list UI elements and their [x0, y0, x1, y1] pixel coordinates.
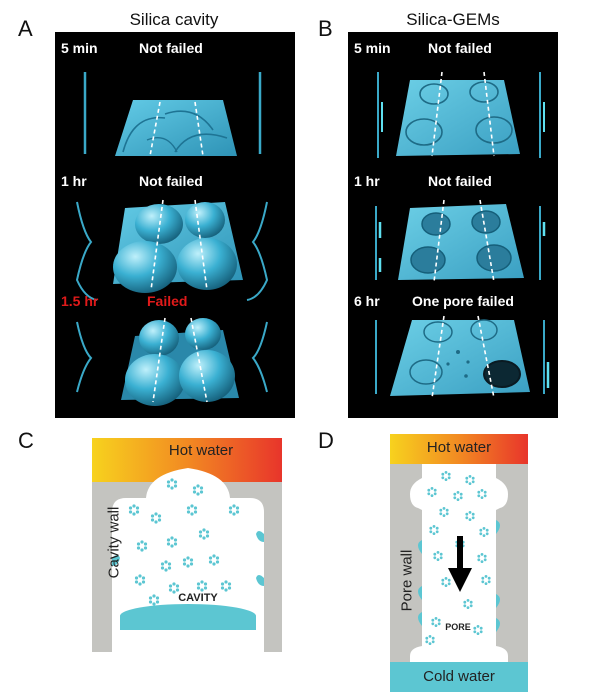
- panel-d-inner-label: PORE: [445, 622, 471, 632]
- panel-d-hot-label: Hot water: [426, 439, 492, 456]
- b-row1-surface: [377, 71, 545, 158]
- a-row2-surface: [75, 199, 269, 301]
- b-row1-time: 5 min: [354, 40, 391, 56]
- a-row1-status: Not failed: [139, 40, 203, 56]
- panel-a-image: 5 min Not failed 1 hr Not failed 1.5 hr …: [55, 32, 295, 418]
- a-row2-status: Not failed: [139, 173, 203, 189]
- panel-a-title: Silica cavity: [129, 10, 219, 29]
- panel-c-inner-label: CAVITY: [178, 592, 218, 604]
- a-row3-time: 1.5 hr: [61, 293, 99, 309]
- b-row3-surface: [375, 315, 550, 399]
- b-row2-time: 1 hr: [354, 173, 380, 189]
- panel-d-wall-label: Pore wall: [398, 549, 416, 612]
- a-row2-time: 1 hr: [61, 173, 87, 189]
- b-row2-status: Not failed: [428, 173, 492, 189]
- panel-d-cold-label: Cold water: [423, 668, 495, 685]
- b-row3-status: One pore failed: [412, 293, 514, 309]
- panel-c-schematic: Hot water CAVITY: [90, 438, 286, 654]
- panel-b-image: 5 min Not failed 1 hr Not failed 6 hr On…: [348, 32, 558, 418]
- b-row1-status: Not failed: [428, 40, 492, 56]
- panel-letter-c: C: [18, 428, 34, 453]
- panel-c-hot-label: Hot water: [168, 442, 234, 459]
- panel-letter-b: B: [318, 16, 333, 41]
- panel-letter-d: D: [318, 428, 334, 453]
- panel-d-schematic: Hot water PORE Cold water: [390, 434, 528, 692]
- panel-b-title: Silica-GEMs: [406, 10, 500, 29]
- a-row1-surface: [83, 72, 262, 157]
- b-row3-time: 6 hr: [354, 293, 380, 309]
- a-row1-time: 5 min: [61, 40, 98, 56]
- a-row3-status: Failed: [147, 293, 188, 309]
- panel-letter-a: A: [18, 16, 33, 41]
- panel-c-wall-label: Cavity wall: [105, 506, 123, 579]
- b-row2-surface: [375, 199, 546, 283]
- a-row3-surface: [76, 317, 268, 406]
